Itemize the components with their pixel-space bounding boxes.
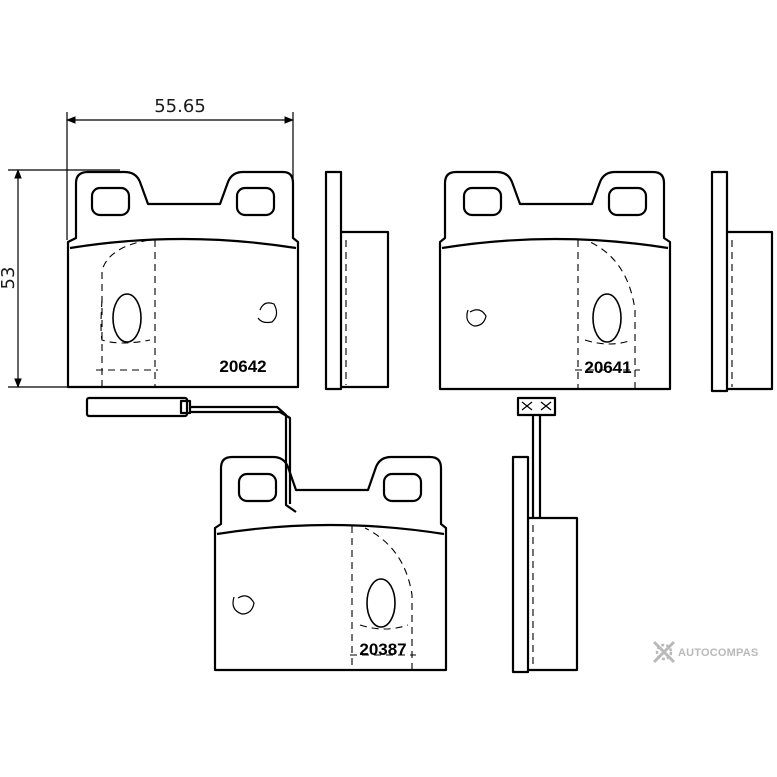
- height-dimension-label: 53: [0, 267, 19, 290]
- width-dimension-label: 55.65: [154, 96, 206, 117]
- height-dimension: 53: [0, 169, 120, 388]
- wear-sensor-wire: [85, 396, 297, 513]
- part-number-20387: 20387: [359, 640, 406, 659]
- pad-20642-front-view: 20642: [66, 170, 300, 389]
- pad-20641-side-view: [710, 170, 774, 393]
- pad-20387-side-view: [511, 396, 579, 674]
- width-dimension: 55.65: [66, 96, 294, 240]
- part-number-20641: 20641: [584, 358, 631, 377]
- part-number-20642: 20642: [219, 357, 266, 376]
- pad-20641-front-view: 20641: [438, 170, 672, 391]
- autocompas-watermark: AUTOCOMPAS: [652, 640, 758, 664]
- pad-20642-side-view: [324, 170, 390, 391]
- gear-cross-logo-icon: [652, 640, 676, 664]
- watermark-text: AUTOCOMPAS: [678, 647, 758, 659]
- pad-20387-front-view: 20387: [213, 455, 448, 672]
